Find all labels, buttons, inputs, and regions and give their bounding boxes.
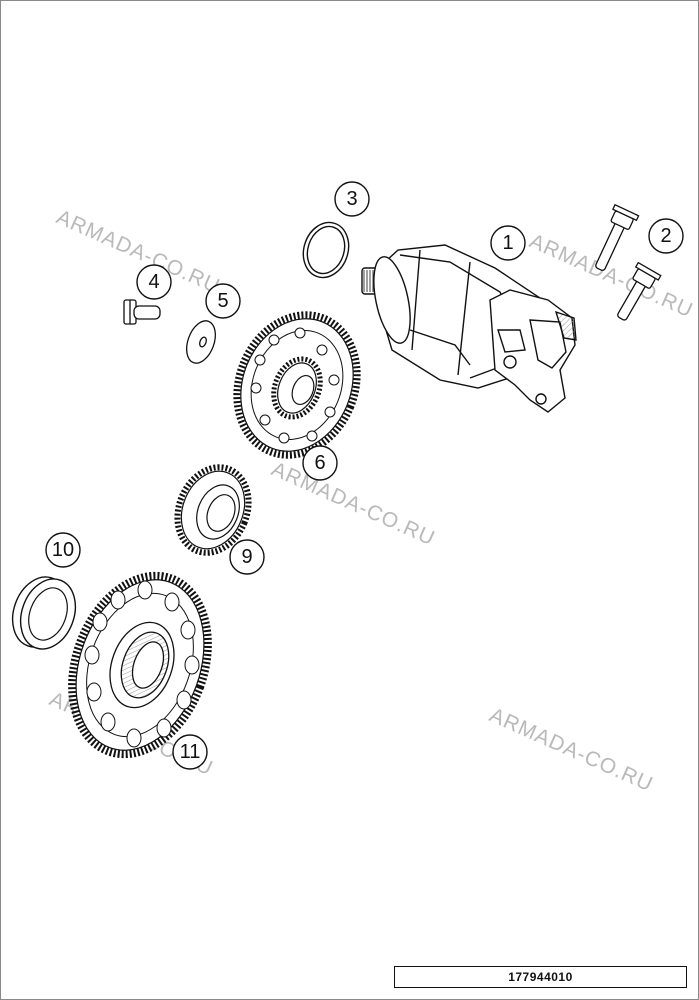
callout-label-2: 2: [660, 225, 671, 247]
part-1-starter-motor: [361, 244, 577, 413]
callout-11: 11: [172, 734, 208, 770]
callout-label-11: 11: [180, 741, 201, 763]
callout-3: 3: [334, 181, 370, 217]
part-10-seal-ring: [11, 576, 77, 650]
callout-label-1: 1: [502, 232, 513, 254]
callout-9: 9: [229, 539, 265, 575]
callout-label-9: 9: [241, 546, 252, 568]
part-3-o-ring: [302, 221, 350, 279]
watermark-4: ARMADA-CO.RU: [486, 704, 657, 797]
callout-5: 5: [205, 283, 241, 319]
callout-2: 2: [648, 218, 684, 254]
callout-label-10: 10: [52, 539, 74, 561]
watermark-3: ARMADA-CO.RU: [268, 458, 439, 551]
callout-10: 10: [45, 532, 81, 568]
callout-label-6: 6: [314, 452, 325, 474]
part-4-bolt: [123, 299, 161, 325]
part-5-washer: [186, 320, 216, 364]
callout-label-4: 4: [148, 271, 159, 293]
callout-1: 1: [490, 225, 526, 261]
drawing-number: 177944010: [508, 970, 573, 984]
drawing-number-box: 177944010: [394, 966, 687, 988]
callout-4: 4: [136, 264, 172, 300]
callout-6: 6: [302, 445, 338, 481]
part-6-intermediate-gear: [233, 311, 361, 459]
callout-label-3: 3: [346, 188, 357, 210]
callout-label-5: 5: [217, 290, 228, 312]
part-2-screws: [595, 203, 662, 321]
part-9-small-gear: [174, 464, 252, 556]
part-11-freewheel-gear: [68, 571, 212, 759]
